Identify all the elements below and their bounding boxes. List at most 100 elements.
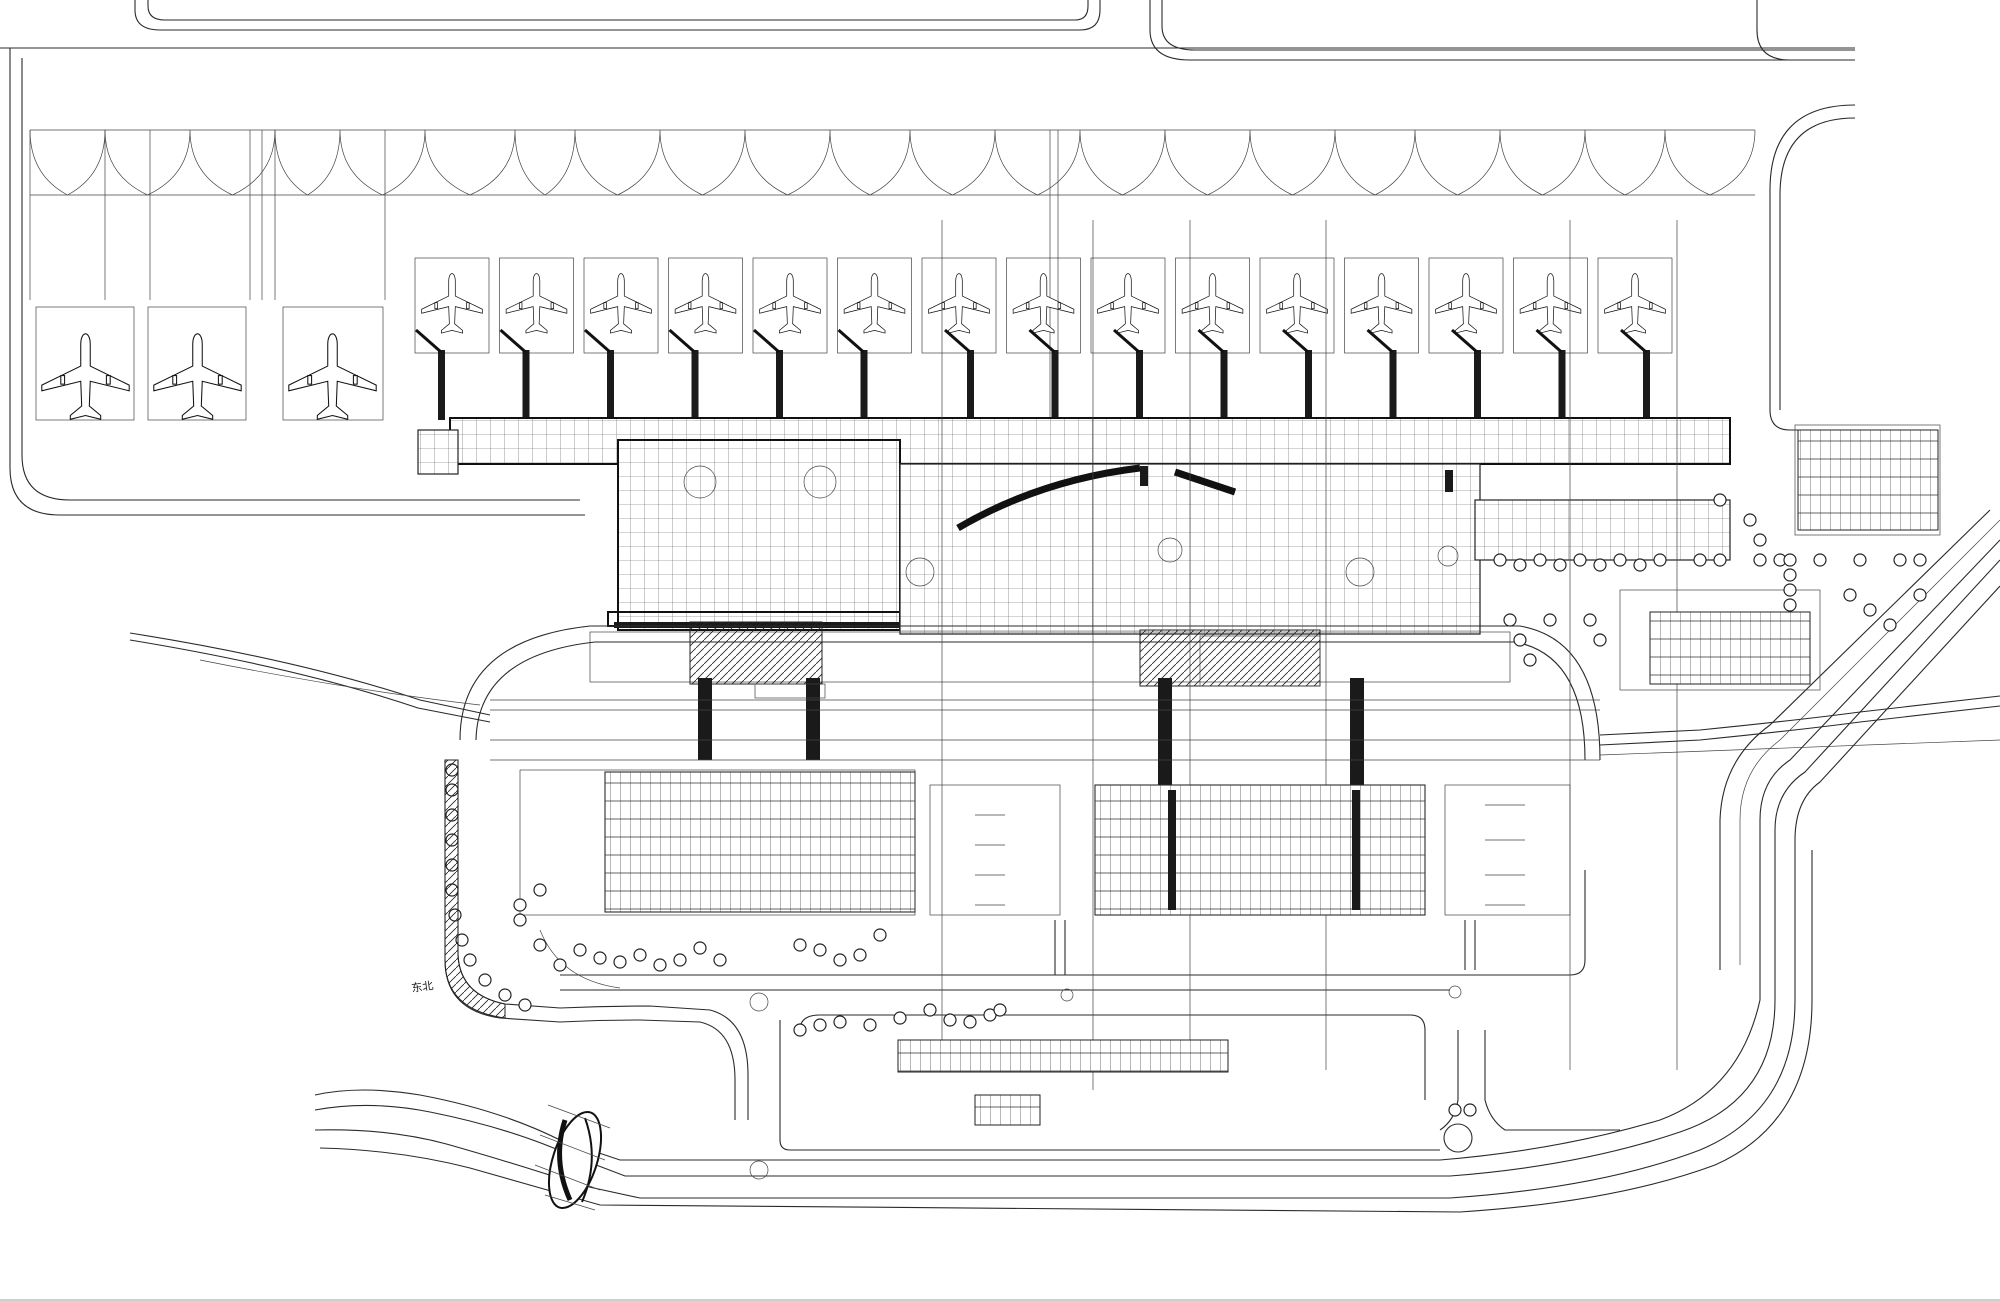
tree-icon bbox=[1513, 558, 1527, 572]
jet-bridge-arm bbox=[753, 328, 780, 354]
tree-icon bbox=[1448, 1103, 1462, 1117]
contact-stand-box bbox=[583, 257, 659, 354]
tree-icon bbox=[1893, 553, 1907, 567]
road-network bbox=[129, 220, 2000, 1213]
contact-stand-box bbox=[1513, 257, 1588, 354]
tree-icon bbox=[893, 1011, 907, 1025]
aircraft-icon bbox=[590, 273, 652, 334]
jet-bridge bbox=[860, 350, 868, 420]
tree-icon bbox=[1543, 613, 1557, 627]
tree-icon bbox=[478, 973, 492, 987]
tree-icon bbox=[793, 938, 807, 952]
jet-bridge-arm bbox=[668, 328, 696, 354]
contact-stands bbox=[414, 257, 1673, 420]
tree-icon bbox=[813, 1018, 827, 1032]
contact-stand-box bbox=[414, 257, 490, 354]
tree-icon bbox=[533, 938, 547, 952]
tree-icon bbox=[518, 998, 532, 1012]
tree-icon bbox=[1533, 553, 1547, 567]
aircraft-icon bbox=[759, 273, 821, 334]
jet-bridge-arm bbox=[1282, 328, 1309, 354]
jet-bridge-arm bbox=[415, 328, 442, 354]
jet-bridge bbox=[1474, 350, 1481, 420]
tree-icon bbox=[833, 1015, 847, 1029]
jet-bridge-arm bbox=[1113, 328, 1140, 354]
aircraft-icon bbox=[1604, 273, 1666, 334]
tree-icon bbox=[1913, 553, 1927, 567]
tree-icon bbox=[1783, 568, 1797, 582]
tree-icon bbox=[713, 953, 727, 967]
aircraft-icon bbox=[421, 273, 483, 334]
aircraft-icon bbox=[288, 333, 377, 420]
aircraft-icon bbox=[1012, 273, 1075, 334]
contact-stand-box bbox=[499, 257, 574, 354]
jet-bridge bbox=[1389, 350, 1397, 420]
contact-stand-box bbox=[1428, 257, 1504, 354]
tree-icon bbox=[863, 1018, 877, 1032]
tree-icon bbox=[1593, 558, 1607, 572]
tree-icon bbox=[1743, 513, 1757, 527]
jet-bridge bbox=[1558, 350, 1566, 420]
contact-stand-box bbox=[1344, 257, 1419, 354]
tree-icon bbox=[1753, 533, 1767, 547]
landscaping-trees bbox=[445, 493, 1927, 1117]
aircraft-icon bbox=[674, 273, 737, 334]
jet-bridge bbox=[1643, 350, 1650, 420]
tree-icon bbox=[463, 953, 477, 967]
tree-icon bbox=[1503, 613, 1517, 627]
tree-icon bbox=[963, 1015, 977, 1029]
tree-icon bbox=[813, 943, 827, 957]
tree-icon bbox=[1783, 583, 1797, 597]
tree-icon bbox=[533, 883, 547, 897]
tree-icon bbox=[1883, 618, 1897, 632]
jet-bridge bbox=[607, 350, 614, 420]
tree-icon bbox=[498, 988, 512, 1002]
aircraft-icon bbox=[505, 273, 568, 334]
page-edge-line bbox=[0, 1299, 2000, 1301]
tree-icon bbox=[923, 1003, 937, 1017]
aircraft-icon bbox=[928, 273, 990, 334]
landside-skybridges bbox=[698, 678, 1364, 788]
tree-icon bbox=[553, 958, 567, 972]
jet-bridge-arm bbox=[1451, 328, 1478, 354]
tree-icon bbox=[1583, 613, 1597, 627]
aircraft-icon bbox=[843, 273, 906, 334]
jet-bridge-arm bbox=[1620, 328, 1647, 354]
tree-icon bbox=[1753, 553, 1767, 567]
apron-taxiways bbox=[0, 0, 1856, 516]
jet-bridge-arm bbox=[584, 328, 611, 354]
tree-icon bbox=[1653, 553, 1667, 567]
tree-icon bbox=[1863, 603, 1877, 617]
contact-stand-box bbox=[668, 257, 743, 354]
tree-icon bbox=[1633, 558, 1647, 572]
tree-icon bbox=[513, 898, 527, 912]
aircraft-icon bbox=[1519, 273, 1582, 334]
aircraft-icon bbox=[1350, 273, 1413, 334]
tree-icon bbox=[1913, 588, 1927, 602]
jet-bridge bbox=[691, 350, 699, 420]
contact-stand-box bbox=[1090, 257, 1166, 354]
tree-icon bbox=[793, 1023, 807, 1037]
tree-icon bbox=[1493, 553, 1507, 567]
aircraft-icon bbox=[1435, 273, 1497, 334]
remote-stands bbox=[35, 306, 384, 421]
tree-icon bbox=[1513, 633, 1527, 647]
tree-icon bbox=[1783, 553, 1797, 567]
aircraft-icon bbox=[153, 333, 242, 420]
jet-bridge-arm bbox=[499, 328, 527, 354]
tree-icon bbox=[853, 948, 867, 962]
parking-structures bbox=[519, 424, 1941, 1126]
jet-bridge bbox=[1220, 350, 1228, 420]
aircraft-icon bbox=[1266, 273, 1328, 334]
tree-icon bbox=[1613, 553, 1627, 567]
tree-icon bbox=[513, 913, 527, 927]
tree-icon bbox=[1713, 553, 1727, 567]
aircraft-icon bbox=[41, 333, 130, 420]
jet-bridge-arm bbox=[1028, 328, 1056, 354]
contact-stand-box bbox=[837, 257, 912, 354]
tree-icon bbox=[1573, 553, 1587, 567]
tree-icon bbox=[613, 955, 627, 969]
aircraft-icon bbox=[1097, 273, 1159, 334]
jet-bridge-arm bbox=[944, 328, 971, 354]
